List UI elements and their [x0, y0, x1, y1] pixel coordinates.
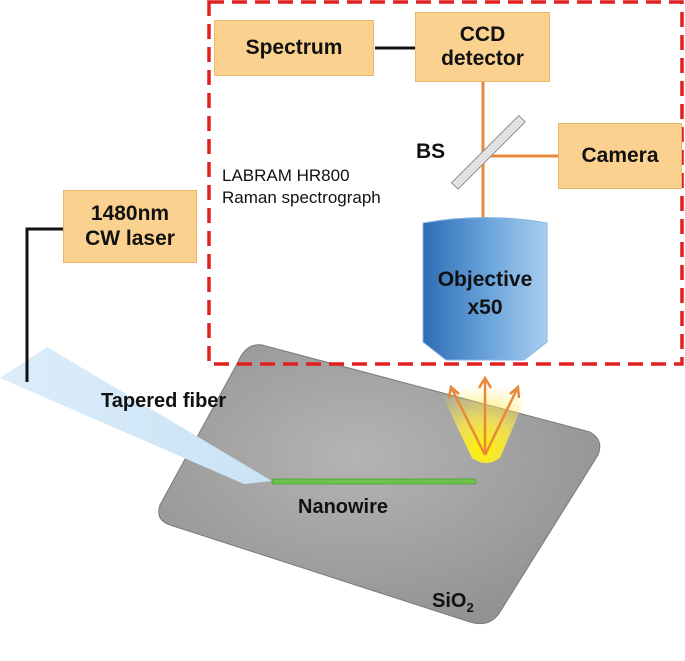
ccd-label-line2: detector	[441, 47, 524, 70]
camera-box: Camera	[558, 123, 682, 189]
nanowire	[271, 478, 477, 485]
spectrum-box-label: Spectrum	[245, 35, 343, 59]
ccd-label-line1: CCD	[459, 22, 506, 46]
enclosure-label-line2: Raman spectrograph	[222, 188, 381, 207]
emission-arrows	[447, 375, 521, 456]
enclosure-label: LABRAM HR800 Raman spectrograph	[222, 165, 381, 209]
objective-lens	[422, 217, 548, 361]
substrate-label: SiO2	[432, 590, 474, 615]
tapered-fiber	[0, 347, 272, 484]
objective-label-line1: Objective	[437, 268, 533, 291]
laser-box: 1480nm CW laser	[63, 190, 197, 263]
laser-label-line2: CW laser	[85, 226, 175, 250]
spectrum-box: Spectrum	[214, 20, 374, 76]
substrate-label-subscript: 2	[466, 600, 474, 615]
tapered-fiber-label: Tapered fiber	[101, 390, 227, 412]
objective-label: Objective x50	[423, 266, 547, 322]
camera-box-label: Camera	[581, 143, 659, 167]
ccd-detector-box: CCD detector	[415, 12, 550, 82]
spectrograph-enclosure	[207, 0, 684, 366]
nanowire-label: Nanowire	[298, 496, 389, 518]
beam-splitter-label: BS	[416, 140, 446, 163]
beam-splitter	[450, 114, 526, 190]
substrate-label-main: SiO	[432, 590, 467, 612]
objective-label-line2: x50	[467, 296, 503, 319]
laser-fiber-line	[25, 227, 63, 382]
enclosure-label-line1: LABRAM HR800	[222, 166, 350, 185]
laser-label-line1: 1480nm	[90, 202, 170, 226]
